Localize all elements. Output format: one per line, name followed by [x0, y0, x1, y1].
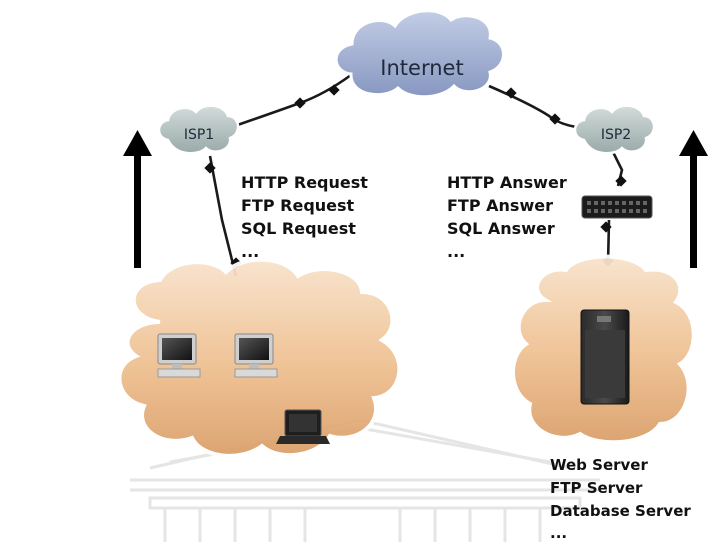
- server-tower-icon: [580, 309, 630, 405]
- request-http: HTTP Request: [241, 173, 368, 192]
- server-label-web: Web Server: [550, 456, 648, 474]
- answer-more: ...: [447, 242, 465, 261]
- isp2-cloud: ISP2: [573, 104, 656, 155]
- desktop-computer-icon: [234, 333, 278, 378]
- link-isp1-internet: [228, 73, 352, 130]
- answer-sql: SQL Answer: [447, 219, 555, 238]
- server-label-list: Web Server FTP Server Database Server ..…: [550, 456, 691, 542]
- laptop-icon: [276, 409, 330, 444]
- server-label-ftp: FTP Server: [550, 479, 643, 497]
- internet-label: Internet: [380, 56, 463, 80]
- desktop-computer-icon: [157, 333, 201, 378]
- server-label-db: Database Server: [550, 502, 691, 520]
- answer-http: HTTP Answer: [447, 173, 567, 192]
- server-label-more: ...: [550, 524, 567, 542]
- request-more: ...: [241, 242, 259, 261]
- firewall-icon: [581, 195, 653, 219]
- answer-list: HTTP Answer FTP Answer SQL Answer ...: [447, 173, 567, 261]
- right-up-arrow-icon: [679, 130, 708, 268]
- isp2-label: ISP2: [601, 127, 631, 143]
- request-sql: SQL Request: [241, 219, 356, 238]
- isp1-label: ISP1: [184, 127, 214, 143]
- isp1-cloud: ISP1: [157, 104, 240, 155]
- answer-ftp: FTP Answer: [447, 196, 553, 215]
- link-isp1-lan: [208, 155, 238, 277]
- internet-cloud: Internet: [334, 9, 505, 99]
- request-ftp: FTP Request: [241, 196, 355, 215]
- request-list: HTTP Request FTP Request SQL Request ...: [241, 173, 368, 261]
- left-up-arrow-icon: [123, 130, 152, 268]
